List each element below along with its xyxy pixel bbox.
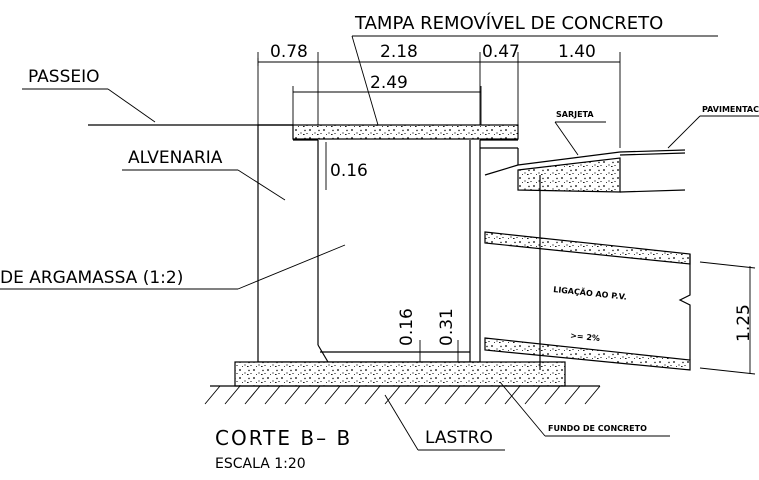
label-ligacao: LIGAÇÃO AO P.V. <box>553 284 628 302</box>
label-sarjeta: SARJETA <box>556 110 594 119</box>
top-dimension-chain <box>257 52 621 148</box>
section-title: CORTE B– B <box>215 426 352 450</box>
dimension-140: 1.40 <box>558 42 596 62</box>
label-fundo: FUNDO DE CONCRETO <box>548 424 647 433</box>
label-argamassa: DE ARGAMASSA (1:2) <box>0 268 183 288</box>
ground-hatch <box>204 385 601 405</box>
dimension-031: 0.31 <box>437 308 457 346</box>
dimension-218: 2.18 <box>380 42 418 62</box>
dimension-047: 0.47 <box>482 42 520 62</box>
scale-label: ESCALA 1:20 <box>215 456 306 472</box>
leader-tampa-diagonal <box>351 35 379 126</box>
label-pavimentacao: PAVIMENTAC <box>702 105 759 114</box>
removable-cover-slab <box>292 124 519 140</box>
dimension-016-top: 0.16 <box>330 161 368 181</box>
dimension-249: 2.49 <box>370 73 408 93</box>
label-declividade: >= 2% <box>570 331 601 343</box>
label-passeio: PASSEIO <box>28 67 100 87</box>
label-tampa: TAMPA REMOVÍVEL DE CONCRETO <box>354 12 663 34</box>
label-lastro: LASTRO <box>425 428 493 448</box>
dimension-078: 0.78 <box>270 42 308 62</box>
dimension-125: 1.25 <box>734 304 754 342</box>
gutter-and-pavement <box>480 147 686 193</box>
label-alvenaria: ALVENARIA <box>128 148 223 168</box>
masonry-walls <box>257 124 518 363</box>
dimension-016-bottom: 0.16 <box>397 308 417 346</box>
connection-pipe <box>484 175 691 371</box>
lastro-base <box>234 361 566 387</box>
